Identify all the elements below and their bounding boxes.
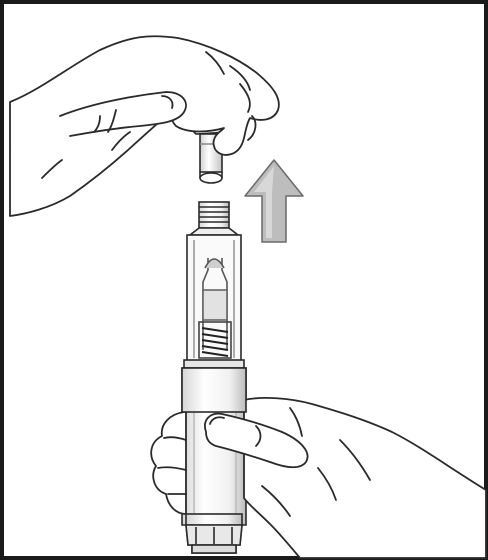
instruction-illustration: [0, 0, 488, 560]
illustration-canvas: [0, 0, 488, 560]
